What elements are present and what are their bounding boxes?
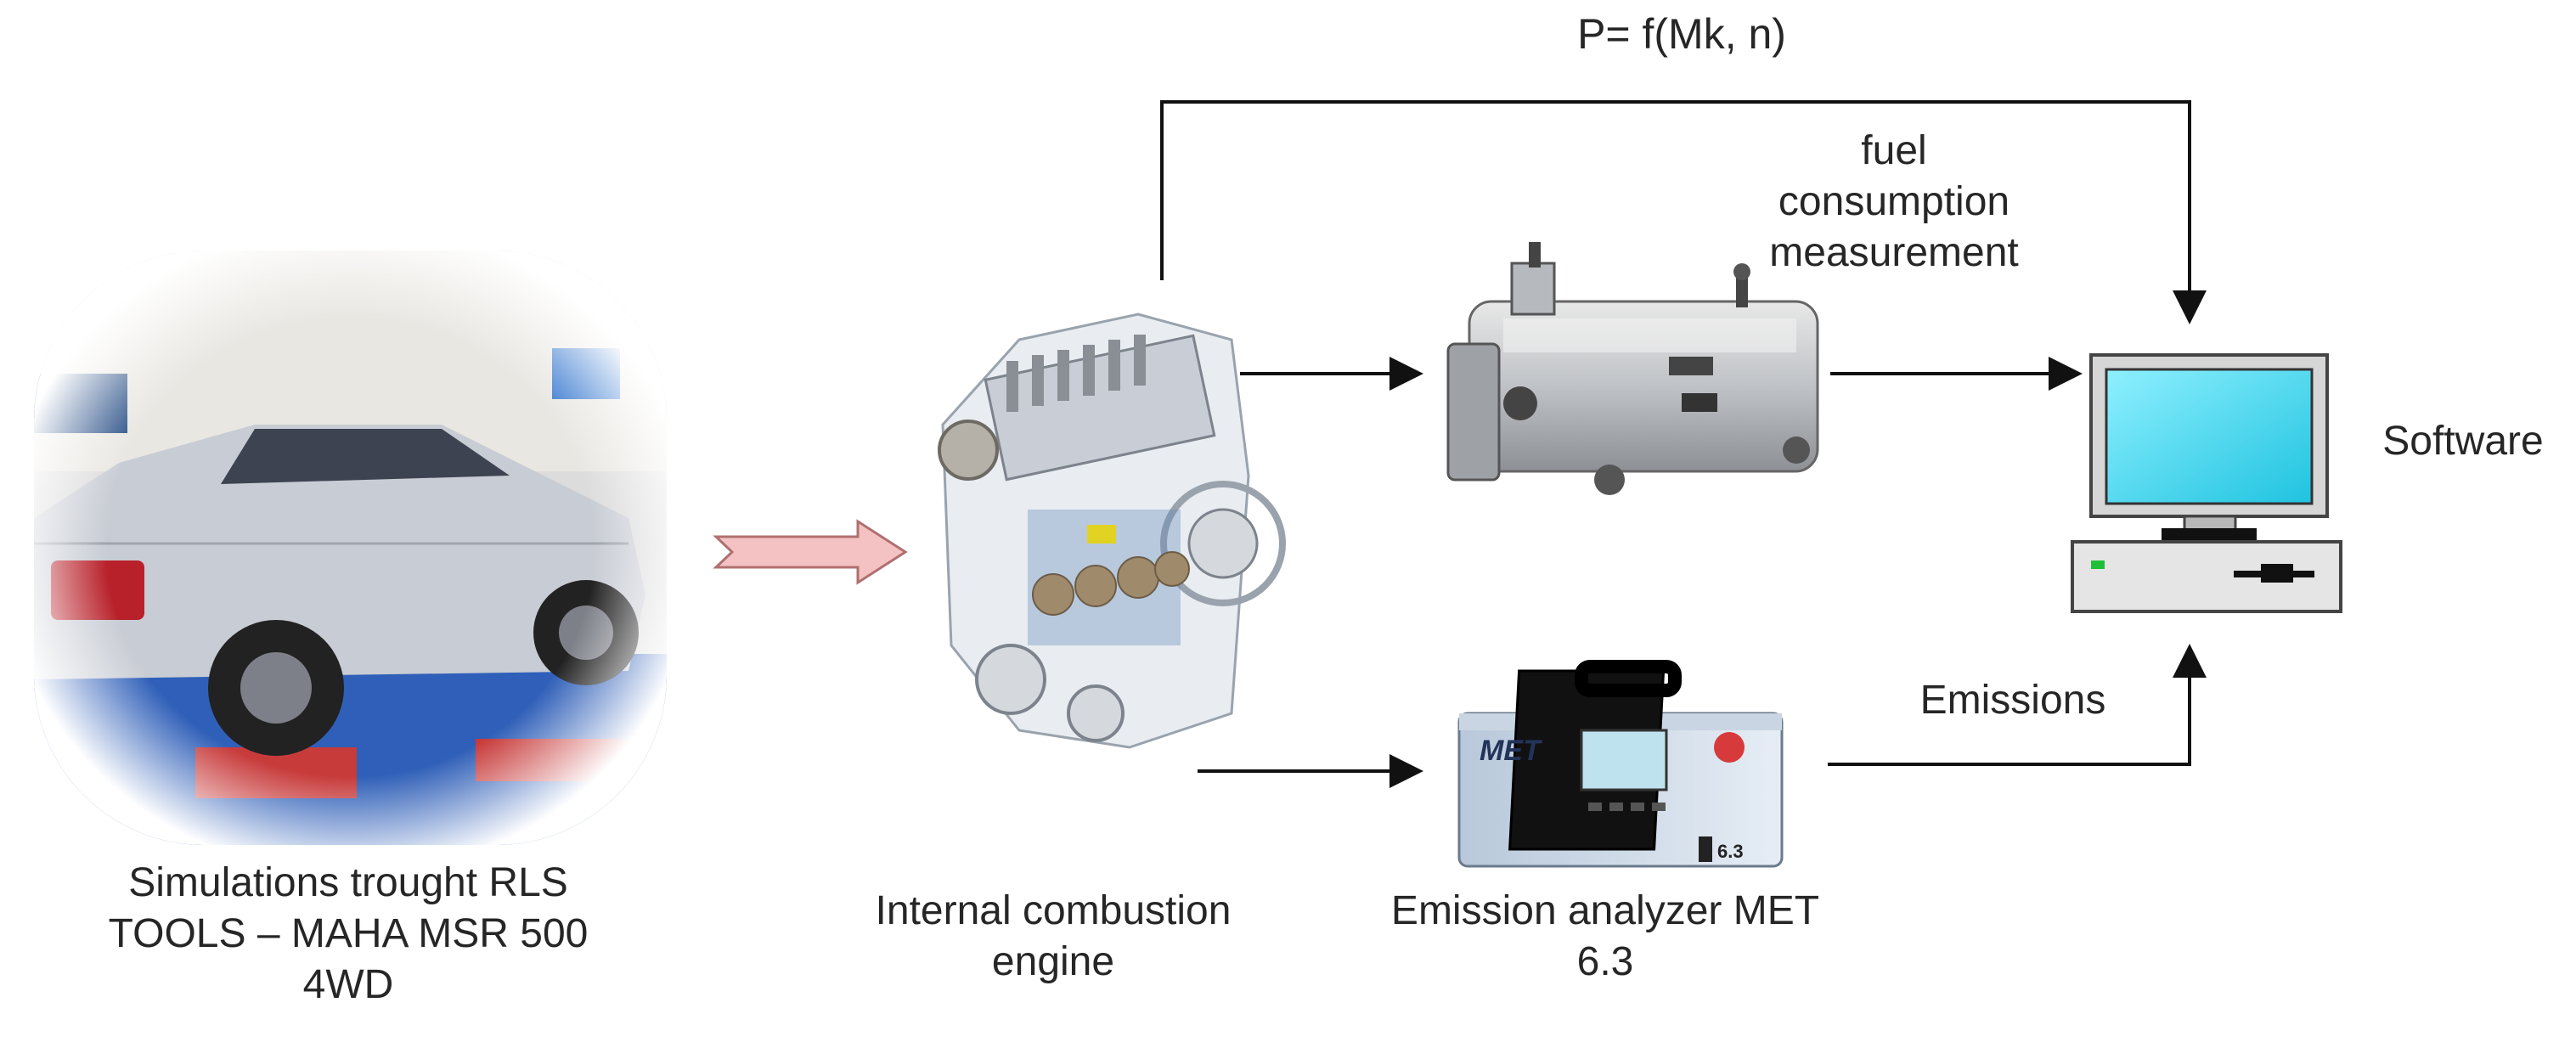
engine-illustration — [938, 313, 1286, 749]
emissions-label: Emissions — [1919, 678, 2106, 723]
analyzer-model-text: 6.3 — [1717, 841, 1744, 862]
formula-label: P= f(Mk, n) — [1577, 10, 1786, 58]
simulation-label: Simulations trought RLS TOOLS – MAHA MSR… — [108, 860, 589, 1007]
connectors — [1160, 100, 2207, 788]
analyzer-brand-text: MET — [1480, 735, 1543, 767]
analyzer-label: Emission analyzer MET 6.3 — [1390, 888, 1820, 984]
analyzer-to-software-arrow — [1828, 644, 2207, 766]
fuel-measurement-label: fuel consumption measurement — [1769, 128, 2019, 275]
emission-analyzer-device: MET 6.3 — [1457, 660, 1784, 868]
input-arrow — [713, 519, 908, 585]
fuel-meter-device — [1446, 242, 1819, 495]
car-dyno-photo — [34, 251, 667, 845]
engine-label: Internal combustion engine — [875, 888, 1232, 984]
power-feedback-arrow — [1160, 100, 2207, 324]
software-label: Software — [2382, 419, 2544, 464]
computer-icon — [2071, 353, 2342, 613]
